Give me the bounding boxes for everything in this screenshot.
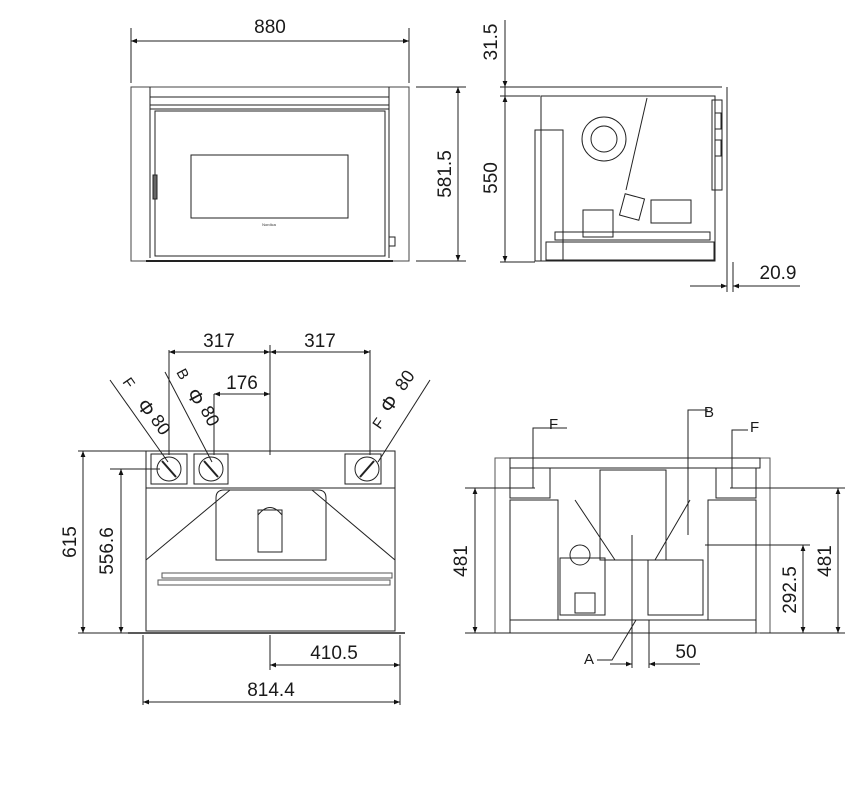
dim-side-height: 550 [481, 162, 502, 194]
outlet-labels: F Φ 80 B Φ 80 F Φ 80 [119, 366, 419, 439]
outlet-f-right-letter: F [369, 415, 388, 432]
side-dimensions: 31.5 550 20.9 [481, 24, 796, 284]
dim-rear-right-height: 481 [815, 545, 836, 577]
side-view [500, 20, 800, 292]
dim-rear-left-height: 481 [451, 545, 472, 577]
rear-dimensions: 481 481 292.5 50 [451, 545, 836, 663]
front-dimensions: 880 581.5 [254, 17, 456, 198]
top-dimensions: 317 317 176 615 556.6 410.5 814.4 [60, 331, 358, 701]
outlet-b-diameter: 80 [196, 402, 223, 429]
dim-center-offset: 176 [226, 373, 258, 394]
label-a: A [584, 651, 594, 668]
dim-rear-b-height: 292.5 [780, 566, 801, 614]
dim-half-width: 410.5 [310, 643, 358, 664]
outlet-f-left-diameter: 80 [147, 411, 175, 439]
dim-right-spacing: 317 [304, 331, 336, 352]
label-f-left: F [549, 416, 558, 433]
dim-total-height: 615 [60, 526, 81, 558]
front-view [130, 28, 466, 262]
dim-side-top-offset: 31.5 [481, 24, 502, 61]
outlet-b-phi: Φ [182, 385, 209, 409]
dim-front-width: 880 [254, 17, 286, 38]
outlet-f-left-letter: F [119, 375, 138, 392]
label-b: B [704, 404, 714, 421]
dim-left-spacing: 317 [203, 331, 235, 352]
dim-side-foot-offset: 20.9 [760, 263, 797, 284]
dim-body-height: 556.6 [97, 527, 118, 575]
outlet-f-right-diameter: 80 [391, 366, 419, 394]
rear-labels: F B F A [549, 404, 759, 668]
dim-rear-a-offset: 50 [675, 642, 696, 663]
outlet-b-letter: B [172, 366, 192, 383]
outlet-f-right-phi: Φ [376, 391, 403, 417]
rear-view [465, 409, 845, 668]
brand-mark: Nordica [262, 222, 277, 227]
dim-overall-width: 814.4 [247, 680, 295, 701]
top-view [78, 345, 431, 705]
label-f-right: F [750, 419, 759, 436]
dim-front-height: 581.5 [435, 150, 456, 198]
